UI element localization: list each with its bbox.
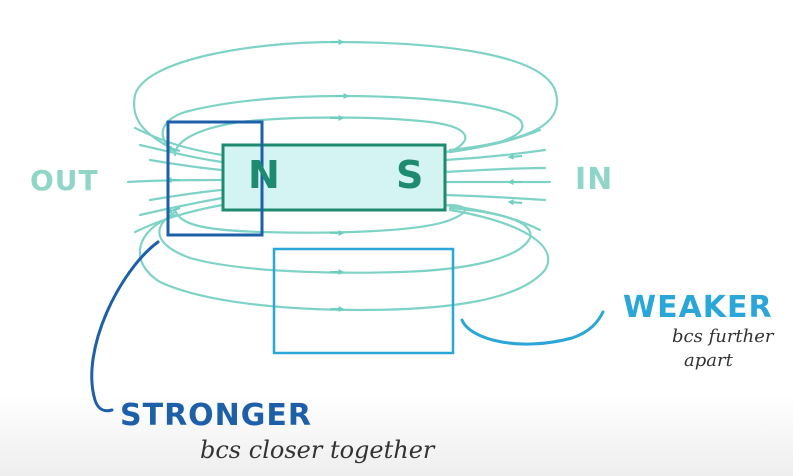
fan-right [443,148,547,162]
fan-right [443,128,542,154]
fan-right [443,203,542,232]
out-label: OUT [30,164,99,197]
weaker-note-line1: bcs further [672,326,774,347]
fan-right [443,193,547,202]
fan-left [148,158,224,172]
in-label: IN [575,162,614,197]
fan-left [138,143,224,164]
fan-left [133,126,224,157]
field-loop-bottom-3 [138,208,550,312]
arrow-mark [507,153,523,160]
arrow-mark [165,145,181,152]
fan-left [133,203,224,234]
fan-left [138,196,224,217]
weaker-label: WEAKER [623,290,773,325]
stronger-note: bcs closer together [200,436,435,464]
bar-magnet [221,143,447,212]
south-pole-label: S [396,153,425,197]
fan-right [443,166,547,174]
weaker-region-box [272,247,455,355]
north-pole-label: N [248,153,281,197]
weaker-note-line2: apart [684,350,733,371]
bottom-shadow [0,395,793,476]
stronger-pointer-line [90,240,160,413]
field-loop-top-1 [132,40,559,152]
weaker-pointer-line [460,310,605,346]
field-arrows [165,39,523,312]
field-loop-bottom-2 [158,206,532,274]
arrow-mark [507,199,523,206]
stronger-label: STRONGER [120,398,312,433]
arrow-mark [165,207,181,214]
stronger-region-box [166,120,264,237]
fan-left [148,188,224,202]
